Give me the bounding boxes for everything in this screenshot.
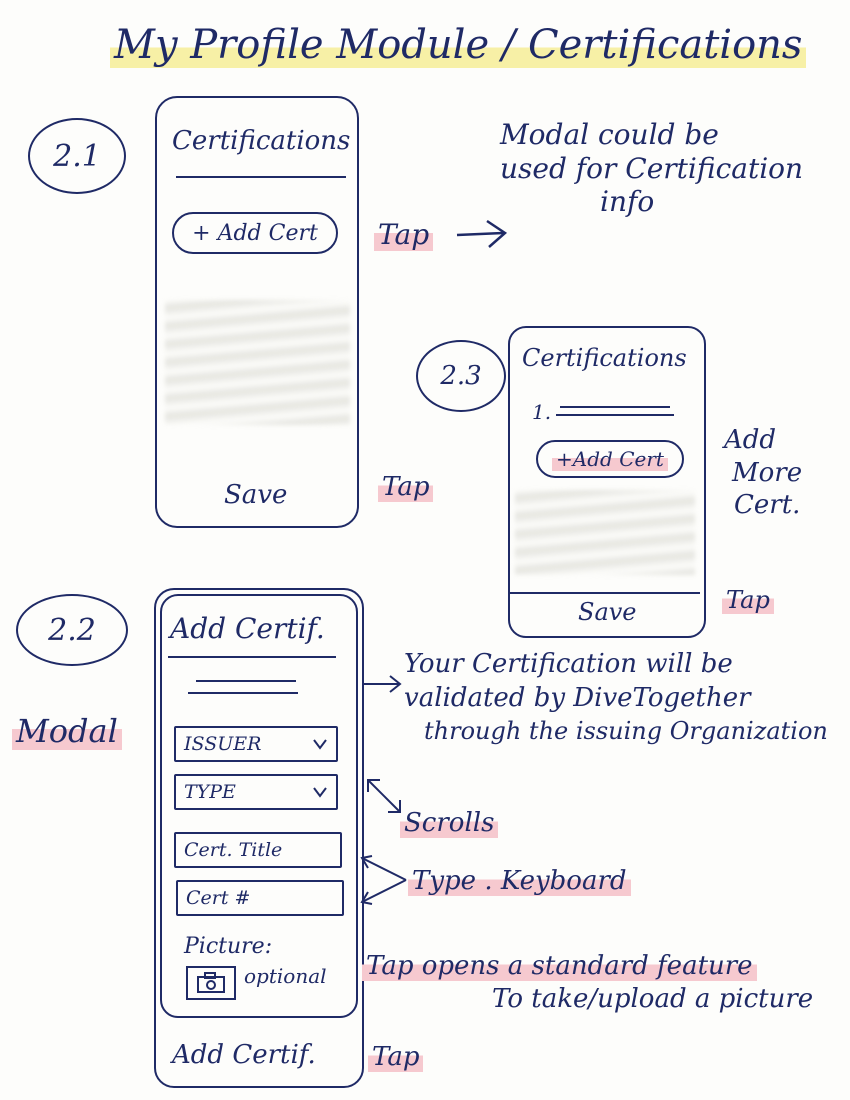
modal-label-text: Modal: [12, 712, 122, 750]
screen-2-3-heading: Certifications: [522, 344, 687, 372]
add-cert-button[interactable]: +Add Cert: [536, 440, 684, 478]
picture-label: Picture:: [184, 934, 273, 959]
issuer-select[interactable]: ISSUER: [174, 726, 338, 762]
modal-heading: Add Certif.: [170, 612, 325, 645]
scrolls-note: Scrolls: [400, 808, 499, 838]
keyboard-text: Type . Keyboard: [408, 866, 631, 896]
picture-optional-label: optional: [244, 964, 327, 988]
erased-area: [515, 490, 695, 575]
cert-title-input[interactable]: Cert. Title: [174, 832, 342, 868]
type-select-label: TYPE: [184, 781, 236, 803]
modal-dialog: [160, 594, 358, 1018]
tap-label: Tap: [368, 1042, 424, 1072]
title-text: My Profile Module / Certifications: [110, 22, 807, 68]
list-item-line: [556, 414, 674, 416]
step-2-2-label: 2.2: [48, 612, 96, 648]
camera-button[interactable]: [186, 966, 236, 1000]
step-2-1-label: 2.1: [53, 138, 101, 174]
info-text-line: [188, 692, 298, 694]
cert-number-input[interactable]: Cert #: [176, 880, 344, 916]
picture-feature-line-2: To take/upload a picture: [492, 983, 814, 1014]
step-2-1-badge: 2.1: [28, 118, 126, 194]
tap-annotation-add-certif: Tap: [368, 1042, 424, 1072]
issuer-select-label: ISSUER: [184, 733, 262, 755]
save-button[interactable]: Save: [224, 480, 288, 510]
modal-note-line-2: used for Certification: [500, 151, 804, 185]
modal-note-line-1: Modal could be: [500, 118, 719, 151]
add-certif-button[interactable]: Add Certif.: [172, 1040, 316, 1070]
screen-2-1: [155, 96, 359, 528]
footer-divider: [510, 592, 700, 594]
save-button[interactable]: Save: [578, 598, 637, 626]
step-2-3-label: 2.3: [440, 361, 482, 391]
screen-2-2: [154, 588, 364, 1088]
validation-line-3: through the issuing Organization: [424, 716, 828, 745]
picture-feature-note: Tap opens a standard feature To take/upl…: [362, 950, 813, 1015]
tap-annotation-add: Tap: [374, 218, 434, 251]
validation-note: Your Certification will be validated by …: [404, 648, 828, 747]
step-2-2-badge: 2.2: [16, 594, 128, 666]
arrow-right-icon: [364, 675, 402, 693]
add-more-line-3: Cert.: [734, 490, 801, 520]
tap-label: Tap: [374, 218, 434, 251]
modal-note: Modal could be used for Certification in…: [500, 118, 803, 219]
add-cert-button-label: + Add Cert: [192, 220, 318, 246]
screen-2-3: [508, 326, 706, 638]
screen-2-1-heading: Certifications: [172, 126, 351, 156]
picture-feature-line-1: Tap opens a standard feature: [362, 950, 813, 983]
type-select[interactable]: TYPE: [174, 774, 338, 810]
tap-annotation-save: Tap: [378, 472, 434, 502]
erased-area: [165, 300, 350, 425]
heading-underline: [176, 176, 346, 178]
arrow-right-icon: [456, 219, 508, 248]
double-arrow-icon: [360, 855, 407, 905]
validation-line-1: Your Certification will be: [404, 649, 733, 679]
add-cert-button[interactable]: + Add Cert: [172, 212, 338, 254]
scrolls-text: Scrolls: [400, 808, 499, 838]
step-2-3-badge: 2.3: [416, 340, 506, 412]
list-item-number: 1.: [532, 400, 552, 424]
add-cert-button-label: +Add Cert: [552, 447, 668, 471]
list-item-line-2: [560, 406, 670, 408]
tap-annotation-save-2: Tap: [722, 586, 774, 614]
add-more-note: Add More Cert.: [724, 424, 802, 522]
cert-number-placeholder: Cert #: [186, 887, 251, 909]
tap-label: Tap: [378, 472, 434, 502]
validation-line-2: validated by DiveTogether: [404, 682, 751, 713]
cert-title-placeholder: Cert. Title: [184, 839, 283, 861]
info-text-line: [196, 680, 296, 682]
add-more-line-2: More: [732, 457, 803, 488]
heading-underline: [168, 656, 336, 658]
diagram-title: My Profile Module / Certifications: [110, 22, 807, 68]
chevron-down-icon: [313, 787, 327, 798]
modal-label: Modal: [12, 712, 122, 750]
list-item: 1.: [532, 400, 551, 424]
camera-icon: [197, 972, 225, 993]
chevron-down-icon: [313, 739, 327, 750]
keyboard-note: Type . Keyboard: [408, 866, 631, 896]
tap-label: Tap: [722, 586, 774, 614]
picture-feature-text-1: Tap opens a standard feature: [362, 951, 757, 981]
add-more-line-1: Add: [724, 425, 777, 455]
modal-note-line-3: info: [600, 185, 655, 219]
